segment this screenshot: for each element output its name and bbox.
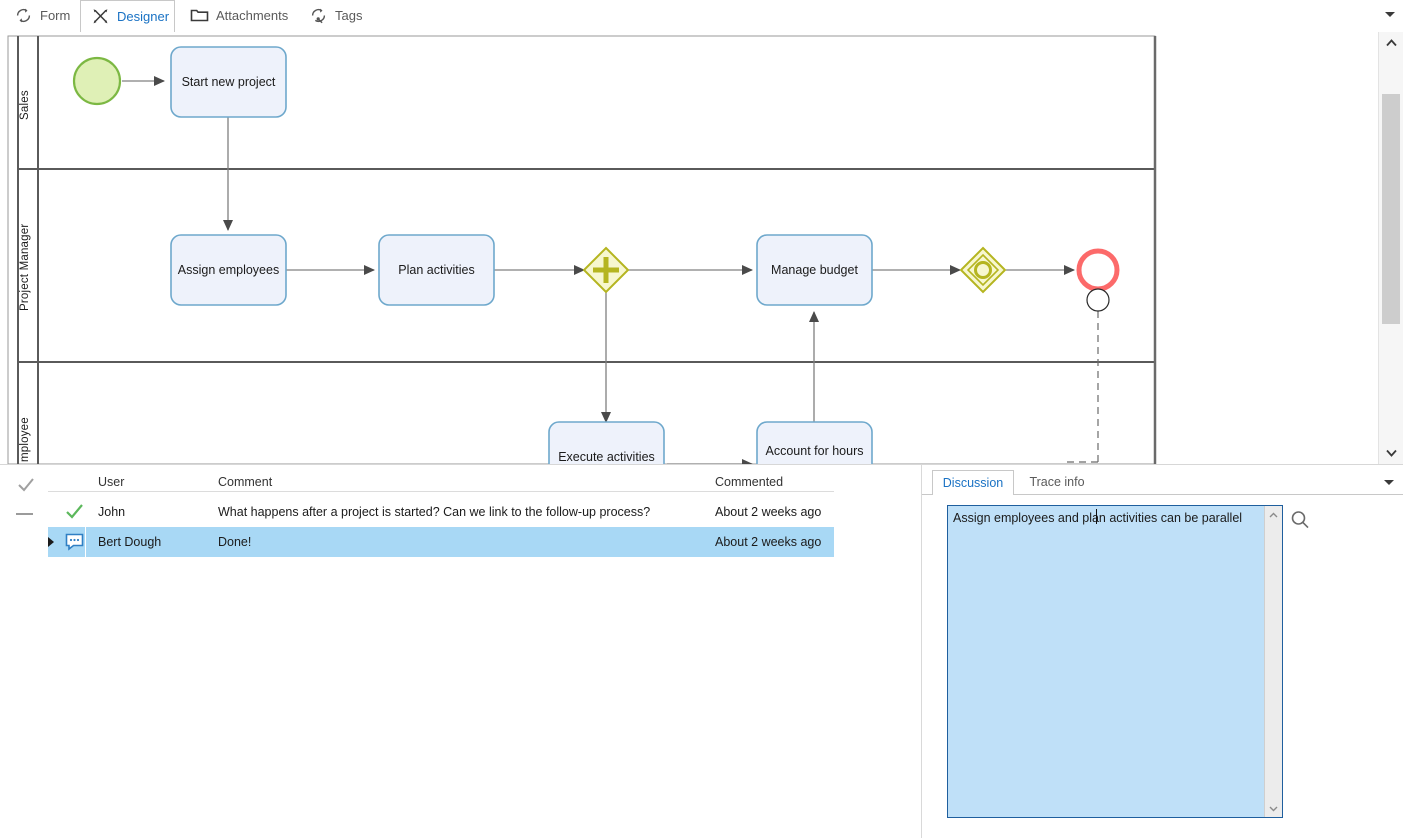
grid-header-row: User Comment Commented [48,465,920,491]
bpmn-task-assign-employees [170,234,287,306]
bpmn-task-start-new-project [170,46,287,118]
bpmn-task-execute-activities [548,421,665,464]
scroll-up-icon[interactable] [1265,506,1282,523]
text-caret [1096,509,1097,524]
folder-icon [190,6,209,25]
bpmn-task-account-for-hours [756,421,873,464]
tab-attachments-label: Attachments [216,8,289,23]
dash-icon[interactable] [16,513,33,515]
check-icon[interactable] [16,475,36,495]
lane-label-employee: mployee [19,417,31,463]
comment-bubble-icon [64,532,85,551]
bpmn-diagram-graphics [7,35,1157,464]
tag-circle-icon [309,6,328,25]
tab-designer-label: Designer [117,9,170,24]
refresh-circle-icon [14,6,33,25]
column-header-commented[interactable]: Commented [715,475,784,489]
scroll-down-icon[interactable] [1379,442,1403,464]
cell-user: John [98,505,126,519]
lane-label-project-manager: Project Manager [19,223,31,311]
expander-triangle-icon[interactable] [48,537,54,547]
cell-comment: Done! [218,535,252,549]
main-tabstrip: Form Designer [0,0,1403,33]
bottom-panel: User Comment Commented John What happens… [0,465,1403,838]
tab-trace-info-label: Trace info [1029,475,1085,489]
discussion-editor-text: Assign employees and plan activities can… [953,511,1243,525]
designer-cross-icon [91,7,110,26]
tab-form-label: Form [40,8,71,23]
discussion-panel: Discussion Trace info Assign employees a… [921,465,1403,838]
bpmn-start-event [72,56,122,106]
cell-comment: What happens after a project is started?… [218,505,651,519]
scrollbar-thumb[interactable] [1382,94,1400,324]
tab-trace-info[interactable]: Trace info [1018,470,1096,494]
bpmn-pool: Sales Project Manager mployee Start new … [0,32,1378,464]
column-header-comment[interactable]: Comment [218,475,273,489]
tab-tags-label: Tags [335,8,363,23]
tab-tags[interactable]: Tags [299,0,369,31]
scroll-up-icon[interactable] [1379,32,1403,54]
tab-attachments[interactable]: Attachments [180,0,295,31]
column-header-user[interactable]: User [98,475,125,489]
editor-scrollbar[interactable] [1264,506,1282,817]
bpmn-task-plan-activities [378,234,495,306]
lane-label-sales: Sales [19,90,31,120]
bpmn-end-event [1076,248,1120,292]
cell-user: Bert Dough [98,535,162,549]
check-icon [64,502,85,521]
discussion-tabstrip: Discussion Trace info [922,470,1403,495]
comments-grid: User Comment Commented John What happens… [0,465,920,838]
cell-commented: About 2 weeks ago [715,535,822,549]
chevron-down-icon[interactable] [1385,12,1395,17]
grid-gutter [0,465,48,838]
bpmn-boundary-event [1086,288,1110,312]
tab-form[interactable]: Form [4,0,76,31]
tab-designer[interactable]: Designer [80,0,175,32]
discussion-editor[interactable]: Assign employees and plan activities can… [947,505,1283,818]
cell-commented: About 2 weeks ago [715,505,822,519]
canvas-divider [0,464,1403,465]
bpmn-diagram-canvas[interactable]: Sales Project Manager mployee Start new … [0,32,1403,464]
bpmn-task-manage-budget [756,234,873,306]
bpmn-parallel-gateway [582,246,630,294]
tab-discussion-label: Discussion [942,476,1004,490]
table-row[interactable]: John What happens after a project is sta… [48,497,834,527]
canvas-vertical-scrollbar[interactable] [1378,32,1403,464]
table-row[interactable]: Bert Dough Done! About 2 weeks ago [48,527,834,557]
tab-discussion[interactable]: Discussion [932,470,1014,495]
search-icon[interactable] [1290,510,1310,530]
bpmn-event-gateway [959,246,1007,294]
grid-header-divider [48,491,834,492]
chevron-down-icon[interactable] [1384,480,1394,485]
scroll-down-icon[interactable] [1265,800,1282,817]
